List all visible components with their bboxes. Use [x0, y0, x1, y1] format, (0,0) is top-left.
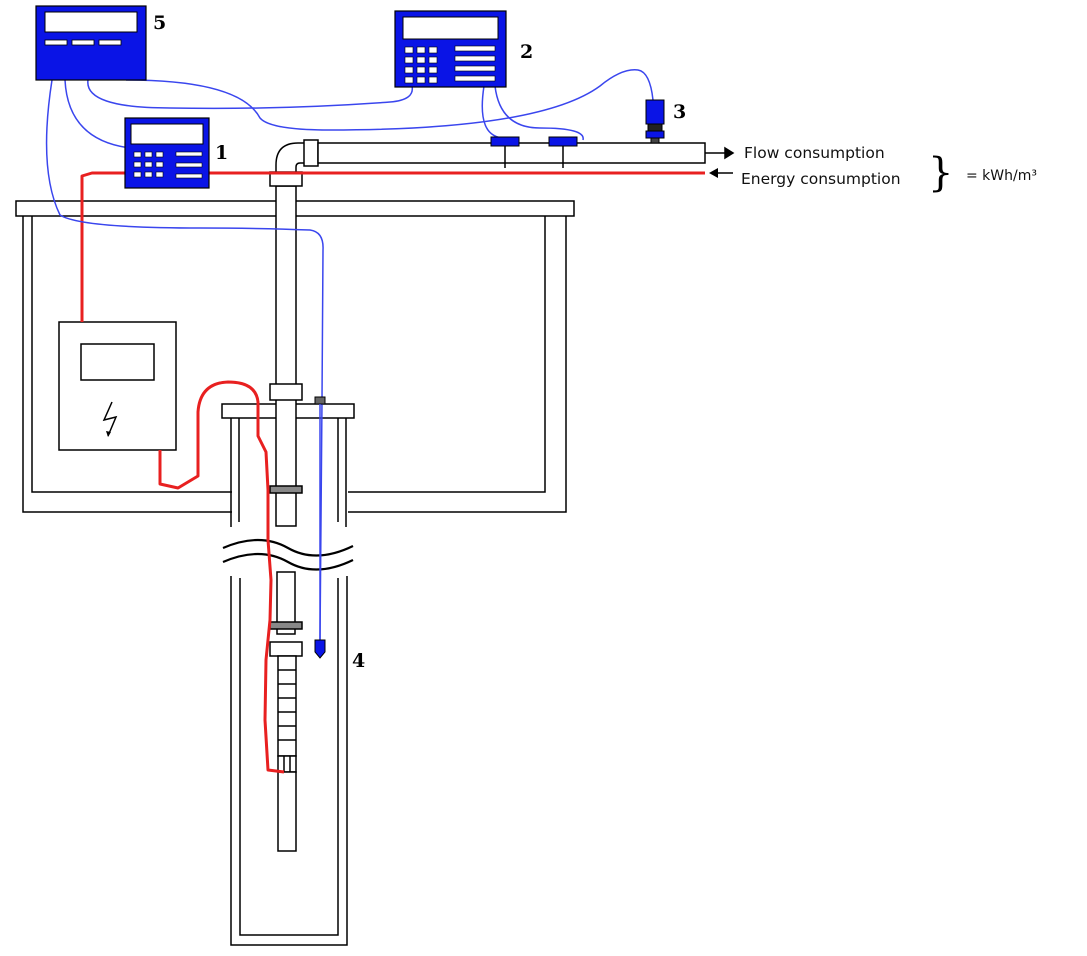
lightning-bolt-icon	[102, 401, 118, 437]
energy-consumption-label: Energy consumption	[741, 170, 901, 188]
power-cables	[80, 171, 705, 774]
meter-5	[35, 5, 147, 81]
well-break-symbol	[222, 538, 354, 571]
label-sensor-4: 4	[352, 650, 365, 672]
meter-1	[124, 117, 210, 189]
flow-sensor-clamps	[490, 136, 578, 168]
pressure-sensor	[645, 99, 665, 144]
bracket-brace: }	[928, 150, 953, 196]
pipe-elbow	[275, 139, 319, 173]
label-meter-5: 5	[153, 12, 166, 34]
ratio-label: = kWh/m³	[966, 168, 1037, 184]
label-meter-1: 1	[215, 142, 228, 164]
outlet-pipe	[317, 142, 735, 164]
motor-control-cabinet	[58, 321, 177, 451]
energy-arrow-icon	[709, 168, 718, 178]
signal-cables	[45, 69, 654, 641]
well-casing-lower	[230, 576, 348, 946]
label-meter-2: 2	[520, 41, 533, 63]
flow-consumption-label: Flow consumption	[744, 144, 885, 162]
meter-2	[394, 10, 507, 88]
level-probe	[314, 396, 326, 659]
label-sensor-3: 3	[673, 101, 686, 123]
submersible-pump	[277, 655, 297, 852]
